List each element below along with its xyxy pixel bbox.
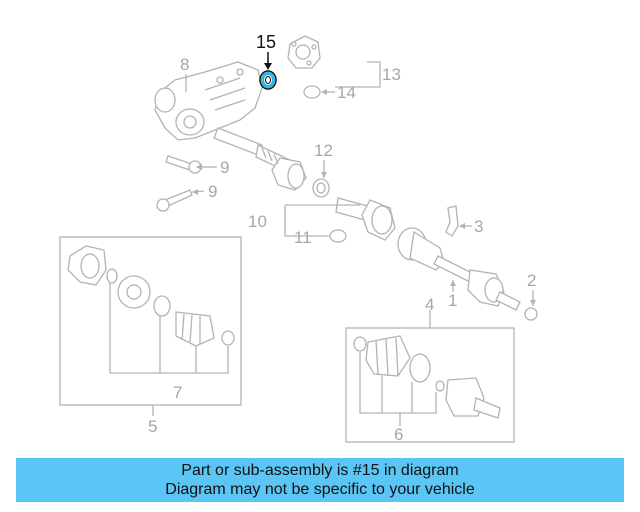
callout-10: 10 [248,212,267,231]
banner-line-2: Diagram may not be specific to your vehi… [165,481,475,498]
differential-housing [154,61,263,141]
bolts [156,155,202,212]
callout-9-upper: 9 [220,158,229,177]
axle-assembly [397,227,538,321]
callout-4: 4 [425,295,434,314]
kit-box-5 [59,236,242,406]
callout-12: 12 [314,141,333,160]
bracket [445,205,459,237]
axle-shaft [213,127,307,191]
callout-9-lower: 9 [208,182,217,201]
callout-11: 11 [294,228,312,247]
callout-14: 14 [337,83,356,102]
intermediate-shaft [312,178,396,243]
callout-15: 15 [256,32,276,52]
callout-1: 1 [448,291,457,310]
callout-6: 6 [394,425,403,444]
callout-8: 8 [180,55,189,74]
seal-part-15 [259,70,277,90]
parts-diagram: 8 9 9 13 14 15 12 10 11 3 2 1 4 7 5 6 [59,32,538,444]
callout-13: 13 [382,65,401,84]
cv-joint-kit-parts [67,245,235,347]
callout-2: 2 [527,271,536,290]
callout-5: 5 [148,417,157,436]
banner-line-1: Part or sub-assembly is #15 in diagram [181,462,459,479]
info-banner: Part or sub-assembly is #15 in diagram D… [16,458,624,502]
callout-3: 3 [474,217,483,236]
callout-7: 7 [173,383,182,402]
flange [287,35,321,99]
inner-cv-kit-parts [353,335,501,419]
